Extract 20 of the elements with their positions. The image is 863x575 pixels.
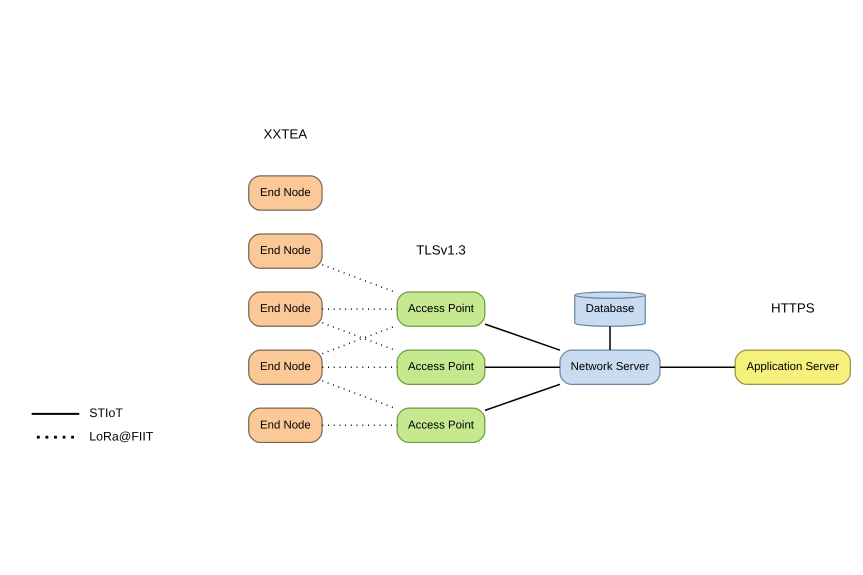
- connector: [484, 323, 560, 351]
- node-box: End Node: [248, 175, 323, 211]
- node-box: Access Point: [396, 408, 486, 444]
- label: TLSv1.3: [416, 242, 466, 258]
- legend-label: LoRa@FIIT: [89, 429, 154, 444]
- node-box: Access Point: [396, 349, 486, 385]
- node-box: Access Point: [396, 291, 486, 327]
- connector: [484, 384, 560, 412]
- node-box: Application Server: [734, 349, 851, 385]
- connector: [485, 366, 560, 368]
- label: HTTPS: [770, 300, 815, 316]
- node-box: Network Server: [559, 349, 661, 385]
- node-box: End Node: [248, 349, 323, 385]
- node-box: End Node: [248, 291, 323, 327]
- node-box: End Node: [248, 233, 323, 269]
- legend-label: STIoT: [89, 406, 123, 420]
- node-box: End Node: [248, 408, 323, 444]
- label: XXTEA: [264, 126, 308, 142]
- connector: [660, 366, 735, 368]
- connector: [609, 326, 611, 350]
